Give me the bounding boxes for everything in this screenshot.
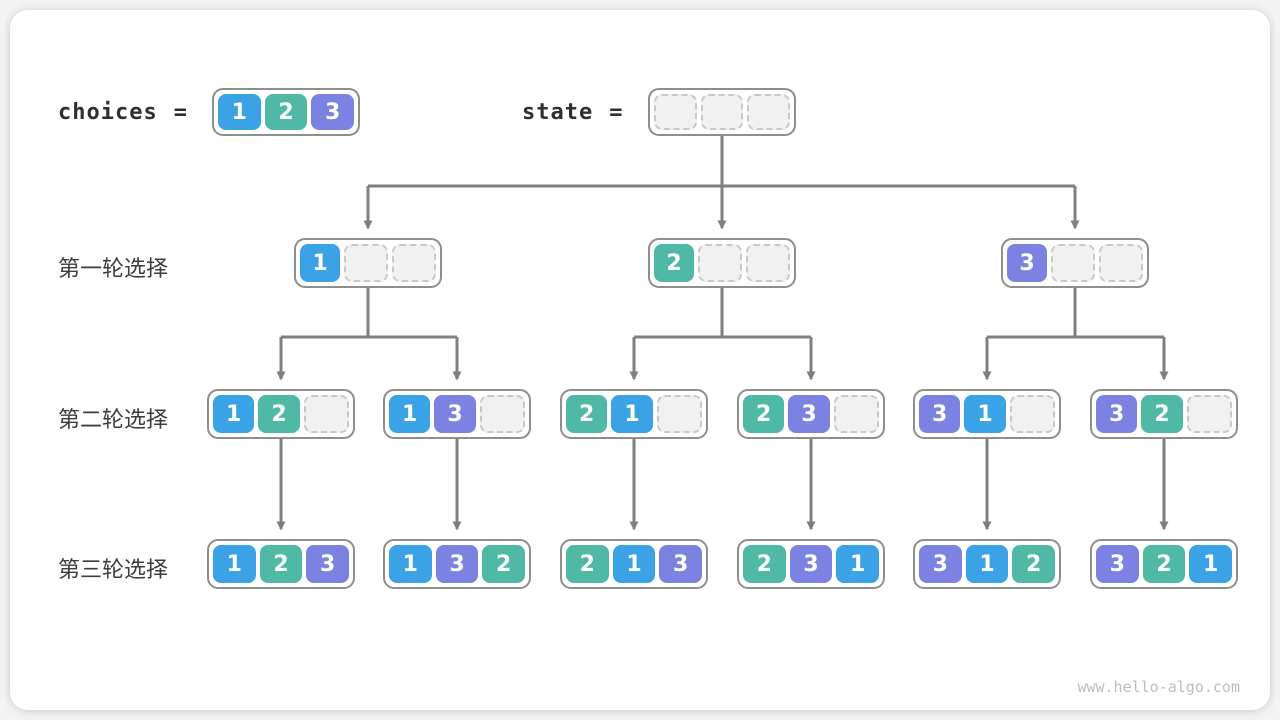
empty-cell [1099, 244, 1143, 282]
cell-3: 3 [919, 395, 961, 433]
empty-cell [344, 244, 388, 282]
empty-cell [1186, 395, 1232, 433]
empty-cell [747, 94, 791, 130]
cell-2: 2 [566, 545, 609, 583]
cell-3: 3 [1096, 545, 1139, 583]
equals-sign: = [609, 99, 624, 125]
cell-3: 3 [1007, 244, 1047, 282]
cell-2: 2 [743, 395, 785, 433]
empty-cell [700, 94, 744, 130]
round-1-label: 第一轮选择 [58, 256, 169, 281]
cell-1: 1 [300, 244, 340, 282]
cell-2: 2 [1141, 395, 1183, 433]
empty-cell [698, 244, 742, 282]
empty-cell [746, 244, 790, 282]
empty-cell [833, 395, 879, 433]
empty-cell [479, 395, 525, 433]
cell-1: 1 [213, 545, 256, 583]
cell-3: 3 [434, 395, 476, 433]
cell-1: 1 [389, 545, 432, 583]
cell-1: 1 [965, 545, 1009, 583]
empty-cell [654, 94, 697, 130]
cell-2: 2 [259, 545, 303, 583]
choices-label: choices [58, 99, 158, 125]
equals-sign: = [173, 99, 188, 125]
watermark: www.hello-algo.com [1077, 678, 1240, 696]
tree-node-r1-1: 1 [294, 238, 442, 288]
cell-3: 3 [919, 545, 962, 583]
cell-2: 2 [258, 395, 300, 433]
state-box [648, 88, 796, 136]
cell-3: 3 [789, 545, 833, 583]
round-2-label: 第二轮选择 [58, 407, 169, 432]
choices-header: choices = [58, 88, 188, 136]
cell-3: 3 [311, 94, 355, 130]
cell-1: 1 [964, 395, 1006, 433]
cell-1: 1 [836, 545, 880, 583]
cell-2: 2 [654, 244, 694, 282]
cell-2: 2 [566, 395, 608, 433]
cell-1: 1 [389, 395, 431, 433]
cell-3: 3 [1096, 395, 1138, 433]
empty-cell [1051, 244, 1095, 282]
cell-1: 1 [218, 94, 261, 130]
state-header: state = [522, 88, 623, 136]
cell-1: 1 [611, 395, 653, 433]
tree-node-r1-2: 2 [648, 238, 796, 288]
empty-cell [1009, 395, 1055, 433]
round-3-label: 第三轮选择 [58, 557, 169, 582]
empty-cell [303, 395, 349, 433]
cell-3: 3 [788, 395, 830, 433]
cell-2: 2 [1012, 545, 1056, 583]
tree-node-r1-3: 3 [1001, 238, 1149, 288]
cell-1: 1 [1189, 545, 1233, 583]
cell-3: 3 [306, 545, 350, 583]
empty-cell [656, 395, 702, 433]
cell-3: 3 [435, 545, 479, 583]
cell-2: 2 [1142, 545, 1186, 583]
cell-2: 2 [482, 545, 526, 583]
cell-1: 1 [612, 545, 656, 583]
cell-1: 1 [213, 395, 255, 433]
cell-3: 3 [659, 545, 703, 583]
cell-2: 2 [264, 94, 308, 130]
cell-2: 2 [743, 545, 786, 583]
state-label: state [522, 99, 594, 125]
empty-cell [392, 244, 436, 282]
